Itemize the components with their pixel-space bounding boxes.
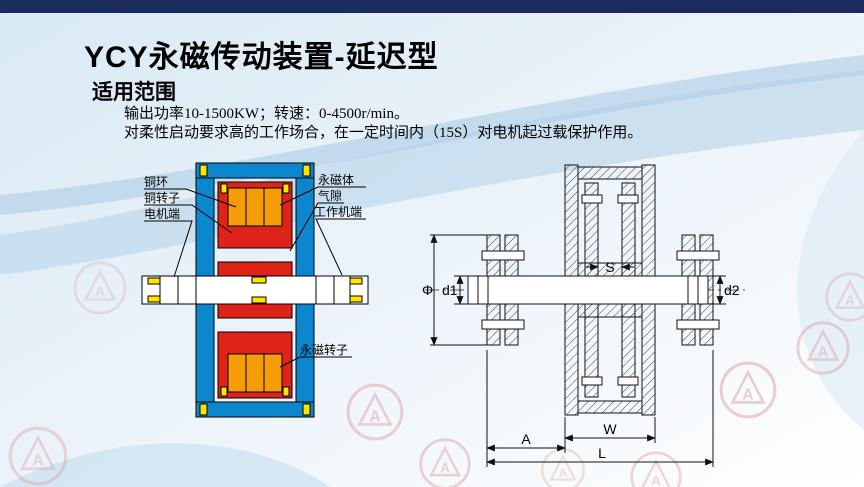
- leader-lines: [144, 186, 366, 368]
- feature-line: 对柔性启动要求高的工作场合，在一定时间内（15S）对电机起过载保护作用。: [124, 125, 643, 141]
- drawing-shaft: [467, 275, 709, 305]
- dim-l: L: [598, 445, 606, 461]
- label-air-gap: 气隙: [318, 189, 343, 203]
- permanent-magnets: [227, 187, 283, 393]
- dimension-drawing-svg: Φ d1 S d2 A W L: [422, 164, 745, 467]
- dimension-labels: Φ d1 S d2 A W L: [422, 259, 740, 461]
- page-title: YCY永磁传动装置-延迟型: [84, 41, 439, 74]
- spec-line: 输出功率10-1500KW；转速：0-4500r/min。: [124, 106, 409, 122]
- dimension-drawing: Φ d1 S d2 A W L: [420, 145, 750, 475]
- dim-a: A: [521, 431, 531, 447]
- dim-d1: d1: [442, 282, 458, 298]
- dim-w: W: [603, 421, 617, 437]
- dimension-lines: [430, 234, 726, 467]
- label-work-machine-end: 工作机端: [314, 205, 363, 219]
- label-permanent-magnet: 永磁体: [318, 173, 355, 187]
- coupling-drawing: [141, 162, 369, 418]
- coupling-illustration: 铜环 铜转子 电机端 永磁体 气隙 工作机端 永磁转子: [140, 155, 370, 440]
- dim-d2: d2: [724, 282, 740, 298]
- label-copper-rotor: 铜转子: [144, 191, 181, 205]
- disc-bolts: [581, 194, 639, 386]
- bolts: [147, 164, 363, 416]
- section-heading: 适用范围: [92, 81, 176, 104]
- top-banner: [0, 0, 864, 13]
- label-motor-end: 电机端: [144, 207, 181, 221]
- dim-s: S: [605, 259, 614, 275]
- dim-phi: Φ: [422, 282, 433, 298]
- label-copper-ring: 铜环: [144, 175, 169, 189]
- flange-bolts: [481, 250, 720, 330]
- label-magnet-rotor: 永磁转子: [300, 343, 349, 357]
